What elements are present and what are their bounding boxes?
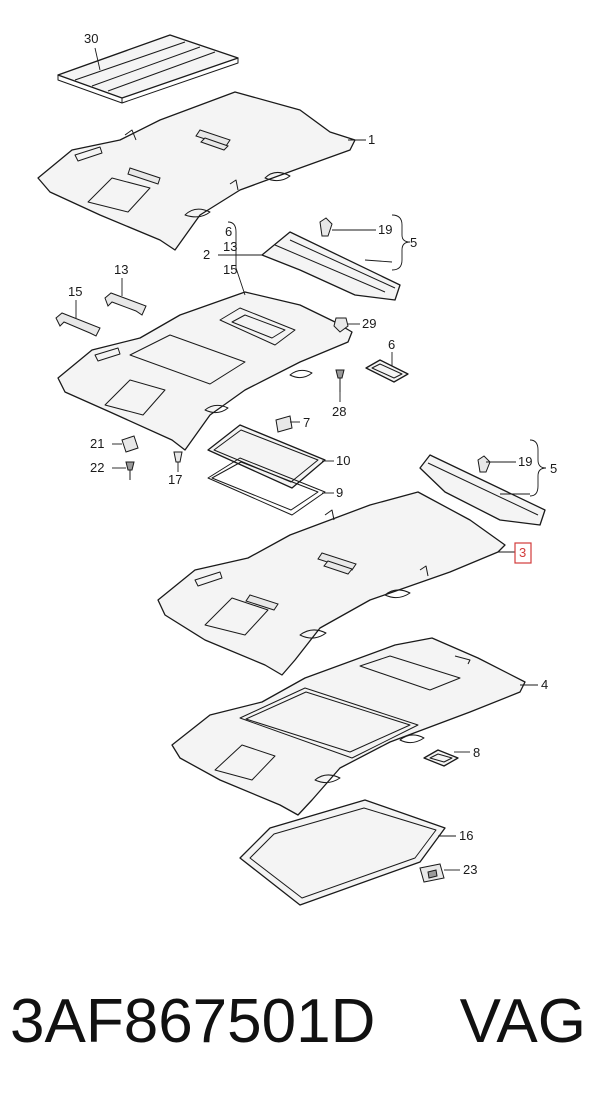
callout-1: 1 xyxy=(368,132,375,147)
cover-part-8 xyxy=(423,749,459,767)
callout-21: 21 xyxy=(90,436,104,451)
seal-part-9 xyxy=(207,457,326,516)
callout-6-part: 6 xyxy=(388,337,395,352)
roof-trim-part-5-upper xyxy=(261,217,401,301)
callout-17: 17 xyxy=(168,472,182,487)
sunroof-frame-part-10 xyxy=(207,424,326,489)
callout-2: 2 xyxy=(203,247,210,262)
callout-15-part: 15 xyxy=(68,284,82,299)
part-number: 3AF867501D xyxy=(10,987,376,1056)
headliner-part-3 xyxy=(157,491,506,676)
clip-part-7 xyxy=(275,415,293,433)
handle-part-13 xyxy=(104,292,147,316)
callout-19-lower: 19 xyxy=(518,454,532,469)
headliner-part-1 xyxy=(37,91,356,251)
callout-8: 8 xyxy=(473,745,480,760)
callout-6-upper: 6 xyxy=(225,224,232,239)
screw-part-28 xyxy=(335,369,345,392)
callout-7: 7 xyxy=(303,415,310,430)
callout-10: 10 xyxy=(336,453,350,468)
screw-part-22 xyxy=(125,461,135,480)
handle-part-15 xyxy=(55,312,101,337)
callout-3: 3 xyxy=(519,545,526,560)
insulation-mat-part-30 xyxy=(57,34,239,104)
callout-30: 30 xyxy=(84,31,98,46)
callout-13-upper: 13 xyxy=(223,239,237,254)
parts-diagram: 30 1 19 5 6 2 13 15 13 15 29 6 28 7 21 2… xyxy=(37,31,557,906)
holder-part-21 xyxy=(121,435,139,453)
callout-15-upper: 15 xyxy=(223,262,237,277)
callout-19-upper: 19 xyxy=(378,222,392,237)
callout-13-part: 13 xyxy=(114,262,128,277)
callout-9: 9 xyxy=(336,485,343,500)
brand-name: VAG xyxy=(459,987,586,1056)
seal-part-16 xyxy=(239,799,446,906)
headliner-part-2 xyxy=(57,291,353,451)
callout-4: 4 xyxy=(541,677,548,692)
callout-29: 29 xyxy=(362,316,376,331)
callout-5-upper: 5 xyxy=(410,235,417,250)
clip-part-17 xyxy=(173,451,183,463)
callout-23: 23 xyxy=(463,862,477,877)
clip-part-23 xyxy=(419,863,445,883)
cover-part-6 xyxy=(365,359,409,383)
callout-5-lower: 5 xyxy=(550,461,557,476)
callout-3-highlight-box xyxy=(514,542,532,564)
callout-22: 22 xyxy=(90,460,104,475)
footer: 3AF867501D VAG xyxy=(0,982,600,1072)
callout-16: 16 xyxy=(459,828,473,843)
roof-trim-part-5-lower xyxy=(419,454,546,526)
callout-labels: 30 1 19 5 6 2 13 15 13 15 29 6 28 7 21 2… xyxy=(68,31,557,877)
clip-part-29 xyxy=(333,317,349,333)
callout-28: 28 xyxy=(332,404,346,419)
leader-lines xyxy=(75,47,547,871)
headliner-part-4 xyxy=(171,637,526,816)
